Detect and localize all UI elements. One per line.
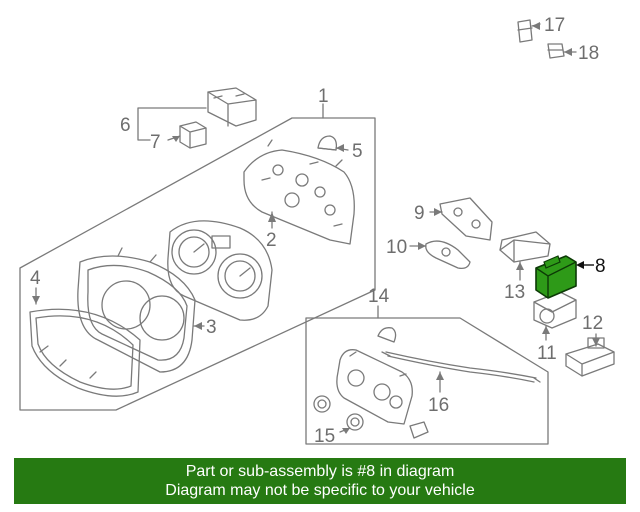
callout-2: 2 <box>266 230 277 251</box>
climate-knob-top[interactable] <box>377 327 397 343</box>
part-4-cluster-lens[interactable] <box>29 308 141 397</box>
part-5-bulb[interactable] <box>317 135 338 151</box>
callout-10: 10 <box>386 237 407 258</box>
callout-18: 18 <box>578 43 599 64</box>
leader-arrowheads <box>32 22 600 434</box>
part-8-highlighted-switch[interactable] <box>535 255 577 299</box>
part-10-knob-bezel[interactable] <box>425 240 471 270</box>
part-12-connector[interactable] <box>565 337 615 377</box>
part-7-switch[interactable] <box>179 121 207 149</box>
part-16-cable[interactable] <box>381 351 541 383</box>
part-9-bracket[interactable] <box>439 197 493 241</box>
banner-line-1: Part or sub-assembly is #8 in diagram <box>185 463 455 480</box>
info-banner: Part or sub-assembly is #8 in diagram Di… <box>14 458 626 504</box>
callout-11: 11 <box>537 343 557 364</box>
callout-16: 16 <box>428 395 449 416</box>
part-6-switch[interactable] <box>207 87 257 127</box>
callout-14: 14 <box>368 286 390 307</box>
gauge-face <box>167 220 273 321</box>
callout-5: 5 <box>352 141 363 162</box>
part-13-switch[interactable] <box>499 231 551 263</box>
climate-group-outline <box>305 317 549 445</box>
cluster-group-outline <box>19 117 376 411</box>
part-17-bulb[interactable] <box>517 19 533 43</box>
part-3-cluster-housing[interactable] <box>77 247 196 373</box>
callout-7: 7 <box>150 132 161 153</box>
callout-9: 9 <box>414 203 425 224</box>
climate-panel[interactable] <box>336 349 413 425</box>
callout-12: 12 <box>582 313 603 334</box>
callout-1: 1 <box>318 86 329 107</box>
part-15-knob[interactable] <box>313 395 331 413</box>
callout-4: 4 <box>30 268 41 289</box>
part-18-socket[interactable] <box>547 43 565 59</box>
part-15-knob-second[interactable] <box>346 413 364 431</box>
part-2-cluster-back[interactable] <box>243 139 355 245</box>
leader-8-arrow <box>576 261 584 269</box>
callout-13: 13 <box>504 282 525 303</box>
callout-15: 15 <box>314 426 335 447</box>
climate-clip <box>409 421 429 439</box>
callout-3: 3 <box>206 317 217 338</box>
part-11-blower-switch[interactable] <box>533 291 577 329</box>
banner-line-2: Diagram may not be specific to your vehi… <box>165 482 475 499</box>
callout-6: 6 <box>120 115 131 136</box>
leader-6-7 <box>137 107 207 141</box>
callout-8: 8 <box>595 256 606 277</box>
callout-17: 17 <box>544 15 565 36</box>
